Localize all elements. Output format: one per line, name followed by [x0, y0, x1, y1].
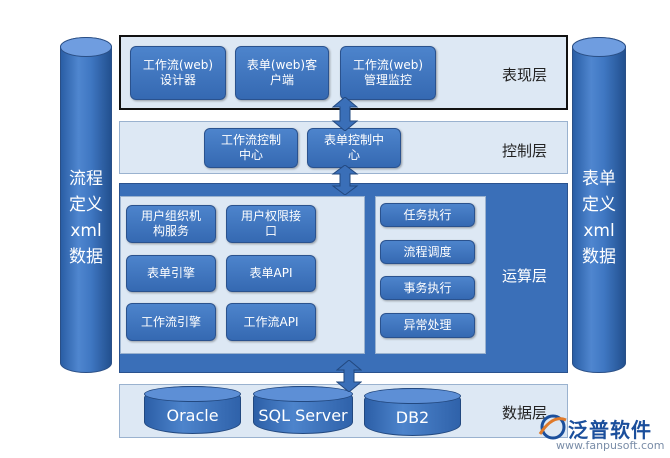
cylinder-cap [60, 37, 112, 57]
process-definition-xml-cylinder: 流程 定义 xml 数据 [60, 37, 112, 373]
right-line-1: 表单 [582, 169, 616, 189]
right-line-4: 数据 [582, 247, 616, 267]
workflow-api-box: 工作流API [226, 303, 316, 341]
cylinder-label: 表单 定义 xml 数据 [573, 166, 625, 270]
left-line-4: 数据 [69, 247, 103, 267]
transaction-execution-box: 事务执行 [380, 276, 475, 300]
right-line-2: 定义 [582, 195, 616, 215]
cylinder-cap [572, 37, 626, 57]
logo-name: 泛普软件 [568, 418, 652, 442]
db2-label: DB2 [395, 408, 430, 427]
org-service-box: 用户组织机 构服务 [126, 205, 216, 243]
form-control-center-box: 表单控制中 心 [307, 128, 401, 168]
cylinder-label: 流程 定义 xml 数据 [61, 166, 111, 270]
arrow-compute-data [336, 360, 362, 392]
left-line-2: 定义 [69, 195, 103, 215]
form-definition-xml-cylinder: 表单 定义 xml 数据 [572, 37, 626, 373]
workflow-web-monitor-box: 工作流(web) 管理监控 [340, 46, 436, 100]
permission-interface-box: 用户权限接 口 [226, 205, 316, 243]
task-execution-box: 任务执行 [380, 203, 475, 227]
logo-url: www.fanpusoft.com [556, 439, 665, 452]
arrow-control-compute [331, 165, 359, 195]
workflow-web-designer-box: 工作流(web) 设计器 [130, 46, 226, 100]
workflow-control-center-box: 工作流控制 中心 [204, 128, 298, 168]
form-api-box: 表单API [226, 255, 316, 292]
workflow-engine-box: 工作流引擎 [126, 303, 216, 341]
data-layer-label: 数据层 [502, 404, 548, 422]
db2-database: DB2 [364, 388, 461, 436]
logo-icon [538, 414, 567, 440]
db-cap [364, 388, 461, 404]
process-scheduling-box: 流程调度 [380, 240, 475, 264]
control-layer-label: 控制层 [502, 142, 548, 160]
compute-layer-label: 运算层 [502, 267, 548, 285]
form-web-client-box: 表单(web)客 户端 [235, 46, 329, 100]
sql-server-database: SQL Server [253, 386, 353, 434]
db-cap [253, 386, 353, 402]
exception-handling-box: 异常处理 [380, 313, 475, 338]
oracle-database: Oracle [144, 386, 241, 434]
form-engine-box: 表单引擎 [126, 255, 216, 292]
arrow-presentation-control [331, 97, 359, 131]
right-line-3: xml [583, 221, 615, 241]
oracle-label: Oracle [166, 406, 219, 425]
left-line-3: xml [70, 221, 102, 241]
left-line-1: 流程 [69, 169, 103, 189]
presentation-layer-label: 表现层 [502, 66, 548, 84]
sql-server-label: SQL Server [258, 406, 348, 425]
db-cap [144, 386, 241, 402]
